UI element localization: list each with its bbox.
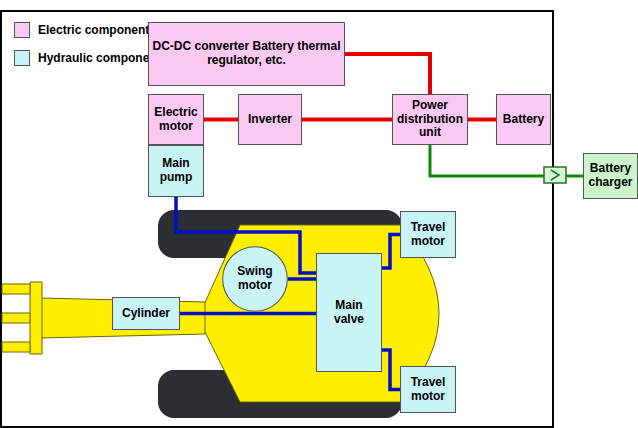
- hydraulic-line: [382, 235, 400, 269]
- circle-shape: [223, 247, 288, 312]
- component-label: Main pump: [151, 157, 201, 185]
- bucket-body: [30, 282, 42, 354]
- charging-port-chevron: [551, 170, 559, 180]
- power-line: [302, 118, 392, 122]
- component-box: Battery charger: [583, 153, 638, 199]
- component-label: Swing motor: [224, 265, 286, 293]
- legend-text: Electric components: [38, 23, 156, 37]
- component-box: Travel motor: [400, 211, 456, 258]
- component-label: Travel motor: [403, 376, 453, 404]
- component-box: Cylinder: [112, 297, 180, 330]
- legend-entry: Hydraulic components: [14, 50, 167, 66]
- hydraulic-line: [180, 312, 316, 316]
- legend-swatch: [14, 22, 30, 38]
- power-line: [204, 118, 238, 122]
- bucket-teeth: [2, 284, 30, 352]
- component-box: Main pump: [148, 145, 204, 197]
- component-box: Power distribution unit: [392, 94, 468, 145]
- component-label: Travel motor: [403, 221, 453, 249]
- power-line: [468, 118, 496, 122]
- charging-port-symbol: [544, 167, 566, 183]
- component-label: DC-DC converter Battery thermal regulato…: [151, 40, 342, 68]
- hydraulic-line: [382, 350, 400, 390]
- component-box: DC-DC converter Battery thermal regulato…: [148, 22, 345, 86]
- hydraulic-line: [288, 277, 316, 281]
- component-label: Electric motor: [151, 106, 201, 134]
- component-label: Main valve: [319, 299, 379, 327]
- boom-arm: [40, 298, 205, 338]
- component-label: Battery: [503, 113, 544, 127]
- component-box: Electric motor: [148, 94, 204, 145]
- legend-entry: Electric components: [14, 22, 156, 38]
- legend-swatch: [14, 50, 30, 66]
- component-label: Battery charger: [586, 162, 635, 190]
- component-box: Main valve: [316, 253, 382, 372]
- component-label: Cylinder: [122, 307, 170, 321]
- power-line: [345, 54, 430, 94]
- machine-frame: [1, 11, 553, 427]
- component-box: Inverter: [238, 94, 302, 145]
- motor-circle: Swing motor: [222, 246, 288, 312]
- component-box: Travel motor: [400, 366, 456, 413]
- component-box: Battery: [496, 94, 551, 145]
- component-label: Inverter: [248, 113, 292, 127]
- component-label: Power distribution unit: [395, 99, 465, 140]
